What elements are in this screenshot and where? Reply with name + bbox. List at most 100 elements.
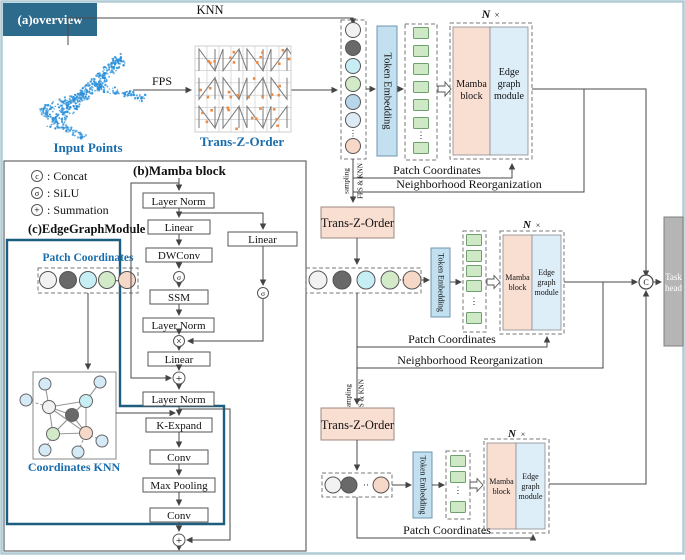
stage2-times-label: ×: [536, 220, 541, 230]
flow-box-label: Linear: [165, 222, 194, 234]
gate-line: [187, 299, 264, 345]
mamba-block-panel: (b)Mamba block Layer NormLinearDWConvSSM…: [130, 163, 298, 551]
coordinates-knn-label: Coordinates KNN: [28, 460, 121, 474]
token-square: [413, 45, 429, 57]
knn-line: [67, 17, 357, 45]
stage3-mamba-line1: Mamba: [489, 477, 514, 486]
graph-node-lightblue: [38, 443, 52, 457]
sum-op-icon: [172, 533, 186, 547]
token-square: [450, 455, 466, 467]
stage3-edge-line2: graph: [521, 482, 539, 491]
input-point-cloud: [39, 52, 147, 140]
stage2-tokens: ⋮: [466, 234, 482, 324]
patch-circle-green: [345, 76, 361, 92]
patch-circle-cyan: [356, 270, 376, 290]
patch-circle-pink: [372, 476, 390, 494]
graph-node-lightblue: [95, 434, 109, 448]
stage1-patch-coordinates-line: [353, 163, 516, 179]
stage2-token-embedding-label: Token Embedding: [437, 253, 446, 312]
stage1-edge-line2: graph: [498, 79, 521, 90]
double-arrow-icon: [486, 274, 501, 290]
stage2-mamba-line1: Mamba: [505, 273, 530, 282]
stage2-neighborhood-label: Neighborhood Reorganization: [397, 353, 542, 367]
stage3-times-label: ×: [521, 429, 526, 439]
flow-box-label: Layer Norm: [151, 196, 206, 208]
summation-glyph: +: [34, 206, 40, 217]
token-square: [413, 63, 429, 75]
ellipsis: -: [116, 275, 119, 285]
stage3-token-column-box: [445, 450, 471, 520]
double-arrow-icon: [469, 477, 484, 493]
multiply-op-glyph: ×: [176, 337, 182, 348]
flow-box-label: K-Expand: [156, 420, 202, 432]
input-points-label: Input Points: [54, 140, 123, 155]
patch-circle-white: [39, 271, 57, 289]
patch-circle-white: [324, 476, 342, 494]
stage3-n-label: N: [507, 428, 517, 440]
task-head-box: [663, 216, 684, 347]
token-square: [413, 99, 429, 111]
summation-icon: [31, 204, 43, 216]
flow-box-label: DWConv: [158, 250, 201, 262]
patch-circle-steel: [345, 94, 361, 110]
stage3-token-embedding-label: Token Embedding: [419, 456, 428, 515]
graph-node-white: [42, 400, 56, 414]
flow-box-label: Conv: [167, 510, 191, 522]
graph-node-cyan: [79, 394, 93, 408]
sum-op-glyph: +: [176, 535, 182, 547]
trans-z-order-grid: [194, 45, 292, 133]
graph-node-lightblue: [93, 375, 107, 389]
token-square: [466, 234, 482, 246]
token-square: [466, 265, 482, 277]
stage2-patch-coordinates-label: Patch Coordinates: [408, 332, 496, 346]
stage1-mamba-line2: block: [460, 91, 482, 102]
ellipsis: ⋮: [417, 130, 426, 140]
task-head-line1: Task: [665, 272, 682, 282]
silu-icon: [31, 187, 43, 199]
flow-box-label: SSM: [168, 292, 190, 304]
patch-circle-light: [345, 112, 361, 128]
legend-silu-label: : SiLU: [47, 186, 80, 200]
patch-circle-white: [345, 22, 361, 38]
stage1-mamba-block-box: [452, 26, 491, 156]
graph-node-lightblue: [71, 445, 85, 459]
stage1-neighborhood-label: Neighborhood Reorganization: [396, 177, 541, 191]
stage3-edge-graph-box: [515, 442, 546, 530]
token-square: [413, 27, 429, 39]
stage3-trans-z-order-label: Trans-Z-Order: [321, 418, 395, 432]
stage1-mamba-line1: Mamba: [456, 79, 487, 90]
stage1-tokens: ⋮: [413, 27, 429, 154]
ellipsis: ··: [399, 275, 405, 285]
edge-graph-module-panel: (c)EdgeGraphModule Patch Coordinates - C…: [5, 222, 226, 526]
patch-circle-cyan: [345, 58, 361, 74]
stage3-edge-line3: module: [519, 492, 543, 501]
token-square: [413, 142, 429, 154]
stage1-output-line: [532, 88, 650, 277]
stage3-patch-coordinates-line: [356, 497, 537, 541]
stage1-token-column-box: [404, 23, 438, 161]
flow-box-label: Max Pooling: [150, 480, 208, 492]
ellipsis: ⋮: [349, 129, 357, 138]
stage2-module-box: [499, 230, 565, 335]
trans-z-order-grid-label: Trans-Z-Order: [200, 134, 284, 149]
patch-circle-green: [380, 270, 400, 290]
silu-op-icon: [257, 287, 269, 299]
mamba-panel-title: (b)Mamba block: [133, 163, 227, 178]
token-square: [450, 501, 466, 513]
stage2-token-column-box: [462, 230, 487, 333]
edge-skip-line: [179, 408, 231, 544]
c-patch-coordinates-label: Patch Coordinates: [42, 252, 134, 264]
patch-circle-dark: [59, 271, 77, 289]
stage1-token-embedding-label: Token Embedding: [382, 52, 393, 130]
stage2-trans-z-order-label: Trans-Z-Order: [321, 216, 395, 230]
knn-label: KNN: [196, 3, 223, 17]
patch-circle-pink: [402, 270, 422, 290]
stage2-edge-line3: module: [535, 288, 559, 297]
patch-circle-green: [98, 271, 116, 289]
stage3-trans-z-order-box: [320, 407, 395, 441]
legend-summation-label: : Summation: [47, 203, 109, 217]
graph-node-lightblue: [38, 377, 52, 391]
patch-circle-pink: [118, 271, 136, 289]
